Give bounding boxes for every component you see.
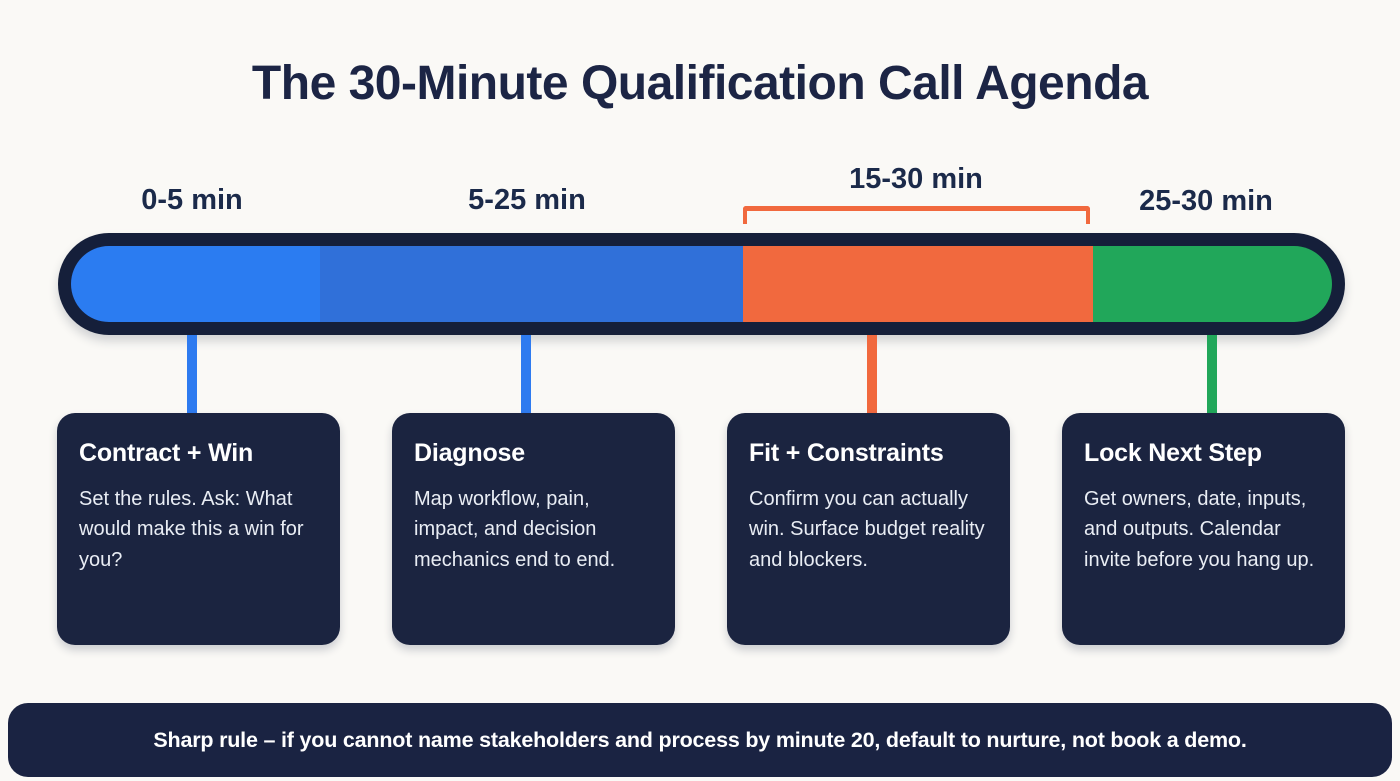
segment-15-30-min: [742, 246, 1094, 322]
card-lock-next-step: Lock Next Step Get owners, date, inputs,…: [1062, 413, 1345, 645]
card-title: Fit + Constraints: [749, 439, 944, 467]
card-body: Map workflow, pain, impact, and decision…: [414, 488, 616, 571]
card-diagnose: Diagnose Map workflow, pain, impact, and…: [392, 413, 675, 645]
timeline-label-0-5-min: 0-5 min: [141, 184, 243, 216]
connector-contract-win: [187, 335, 197, 415]
page-title: The 30-Minute Qualification Call Agenda: [251, 57, 1149, 110]
card-title: Diagnose: [414, 439, 525, 467]
segment-0-5-min: [71, 246, 321, 322]
card-body: Set the rules. Ask: What would make this…: [79, 488, 304, 571]
segment-5-25-min: [320, 246, 743, 322]
sharp-rule-text: Sharp rule – if you cannot name stakehol…: [153, 727, 1247, 752]
card-body: Confirm you can actually win. Surface bu…: [749, 488, 985, 571]
timeline-label-15-30-min: 15-30 min: [849, 163, 983, 195]
card-fit-constraints: Fit + Constraints Confirm you can actual…: [727, 413, 1010, 645]
card-body: Get owners, date, inputs, and outputs. C…: [1084, 488, 1315, 571]
phase-cards-row: Contract + Win Set the rules. Ask: What …: [57, 413, 1345, 645]
segment-25-30-min: [1093, 246, 1332, 322]
timeline-bar: [58, 233, 1345, 335]
card-contract-win: Contract + Win Set the rules. Ask: What …: [57, 413, 340, 645]
timeline-label-5-25-min: 5-25 min: [468, 184, 586, 216]
card-title: Lock Next Step: [1084, 439, 1262, 467]
timeline-bar-track: [71, 246, 1332, 322]
connector-lock-next-step: [1207, 335, 1217, 415]
connector-fit-constraints: [867, 335, 877, 415]
sharp-rule-banner: Sharp rule – if you cannot name stakehol…: [8, 703, 1392, 777]
bracket-15-30-min: [743, 206, 1090, 224]
connector-diagnose: [521, 335, 531, 415]
card-title: Contract + Win: [79, 439, 254, 467]
timeline-label-25-30-min: 25-30 min: [1139, 185, 1273, 217]
